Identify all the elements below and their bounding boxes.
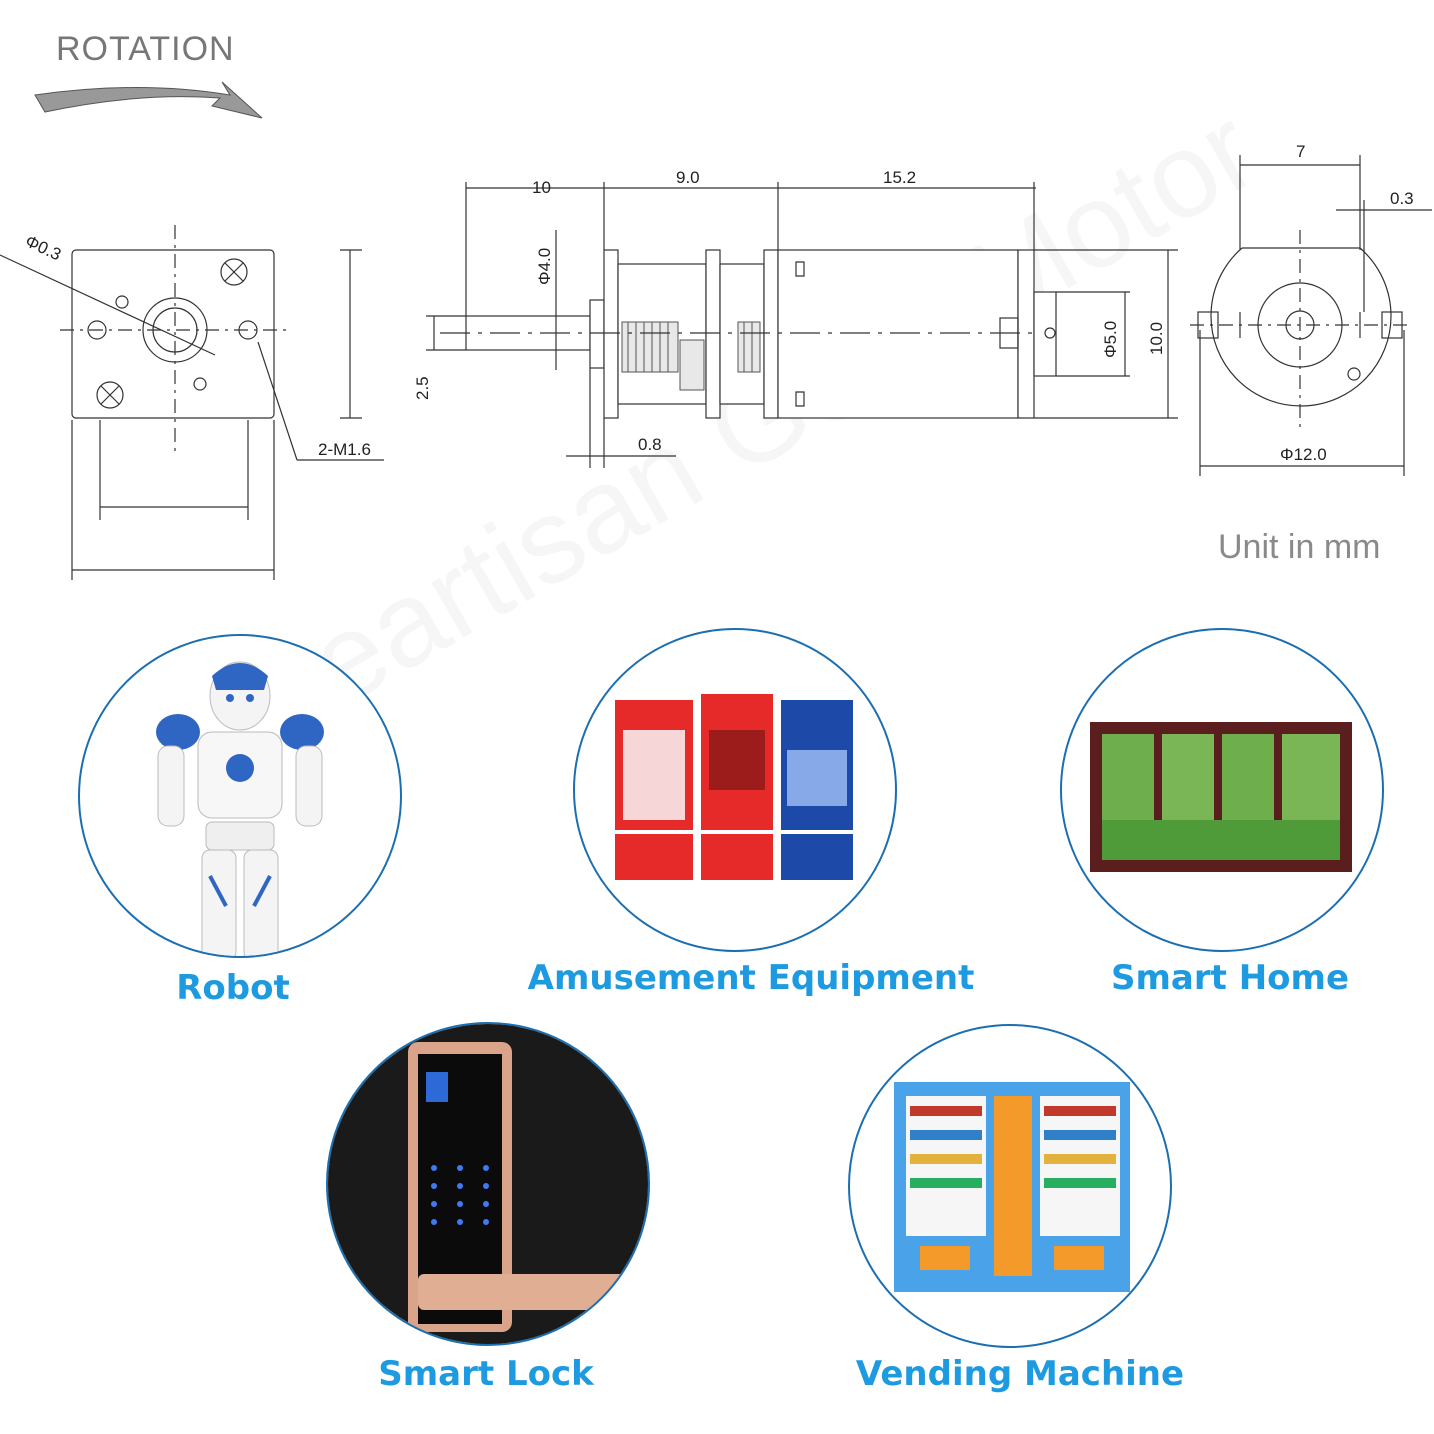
dim-motor-length: 15.2 [883, 168, 916, 187]
robot-image [78, 634, 402, 958]
caption-amusement-equipment: Amusement Equipment [527, 958, 975, 998]
caption-smart-home: Smart Home [1110, 958, 1350, 998]
side-view [426, 182, 1178, 468]
caption-vending-machine: Vending Machine [855, 1354, 1185, 1394]
amusement-equipment-image [573, 628, 897, 952]
smart-lock-image [326, 1022, 650, 1346]
dim-shaft-diameter: Φ4.0 [535, 248, 554, 285]
dim-gearbox-length: 9.0 [676, 168, 700, 187]
gear-icon [621, 321, 761, 391]
vending-machine-image [848, 1024, 1172, 1348]
unit-note: Unit in mm [1218, 528, 1381, 566]
dim-shaft-length: 10 [532, 178, 551, 197]
dim-shaft-flat: 2.5 [413, 376, 432, 400]
dim-body-height: 10.0 [1147, 322, 1166, 355]
rotation-arrow-icon [34, 81, 263, 119]
dim-body-diameter: Φ12.0 [1280, 445, 1327, 464]
screw-icon-bottom [96, 381, 124, 409]
screw-icon-top [220, 258, 248, 286]
smart-home-image [1060, 628, 1384, 952]
rear-view [1190, 155, 1432, 476]
dim-terminal-span: 7 [1296, 142, 1305, 161]
rotation-label: ROTATION [56, 30, 235, 68]
dim-boss-diameter: Φ5.0 [1101, 321, 1120, 358]
caption-robot: Robot [176, 968, 290, 1008]
dim-plate-thickness: 0.8 [638, 435, 662, 454]
dim-terminal-thickness: 0.3 [1390, 189, 1414, 208]
front-view [0, 225, 384, 580]
caption-smart-lock: Smart Lock [378, 1354, 594, 1394]
dim-mount-screws: 2-M1.6 [318, 440, 371, 459]
technical-drawing: Φ0.3 2-M1.6 [0, 81, 1432, 580]
dim-hole-diameter: Φ0.3 [22, 231, 64, 264]
